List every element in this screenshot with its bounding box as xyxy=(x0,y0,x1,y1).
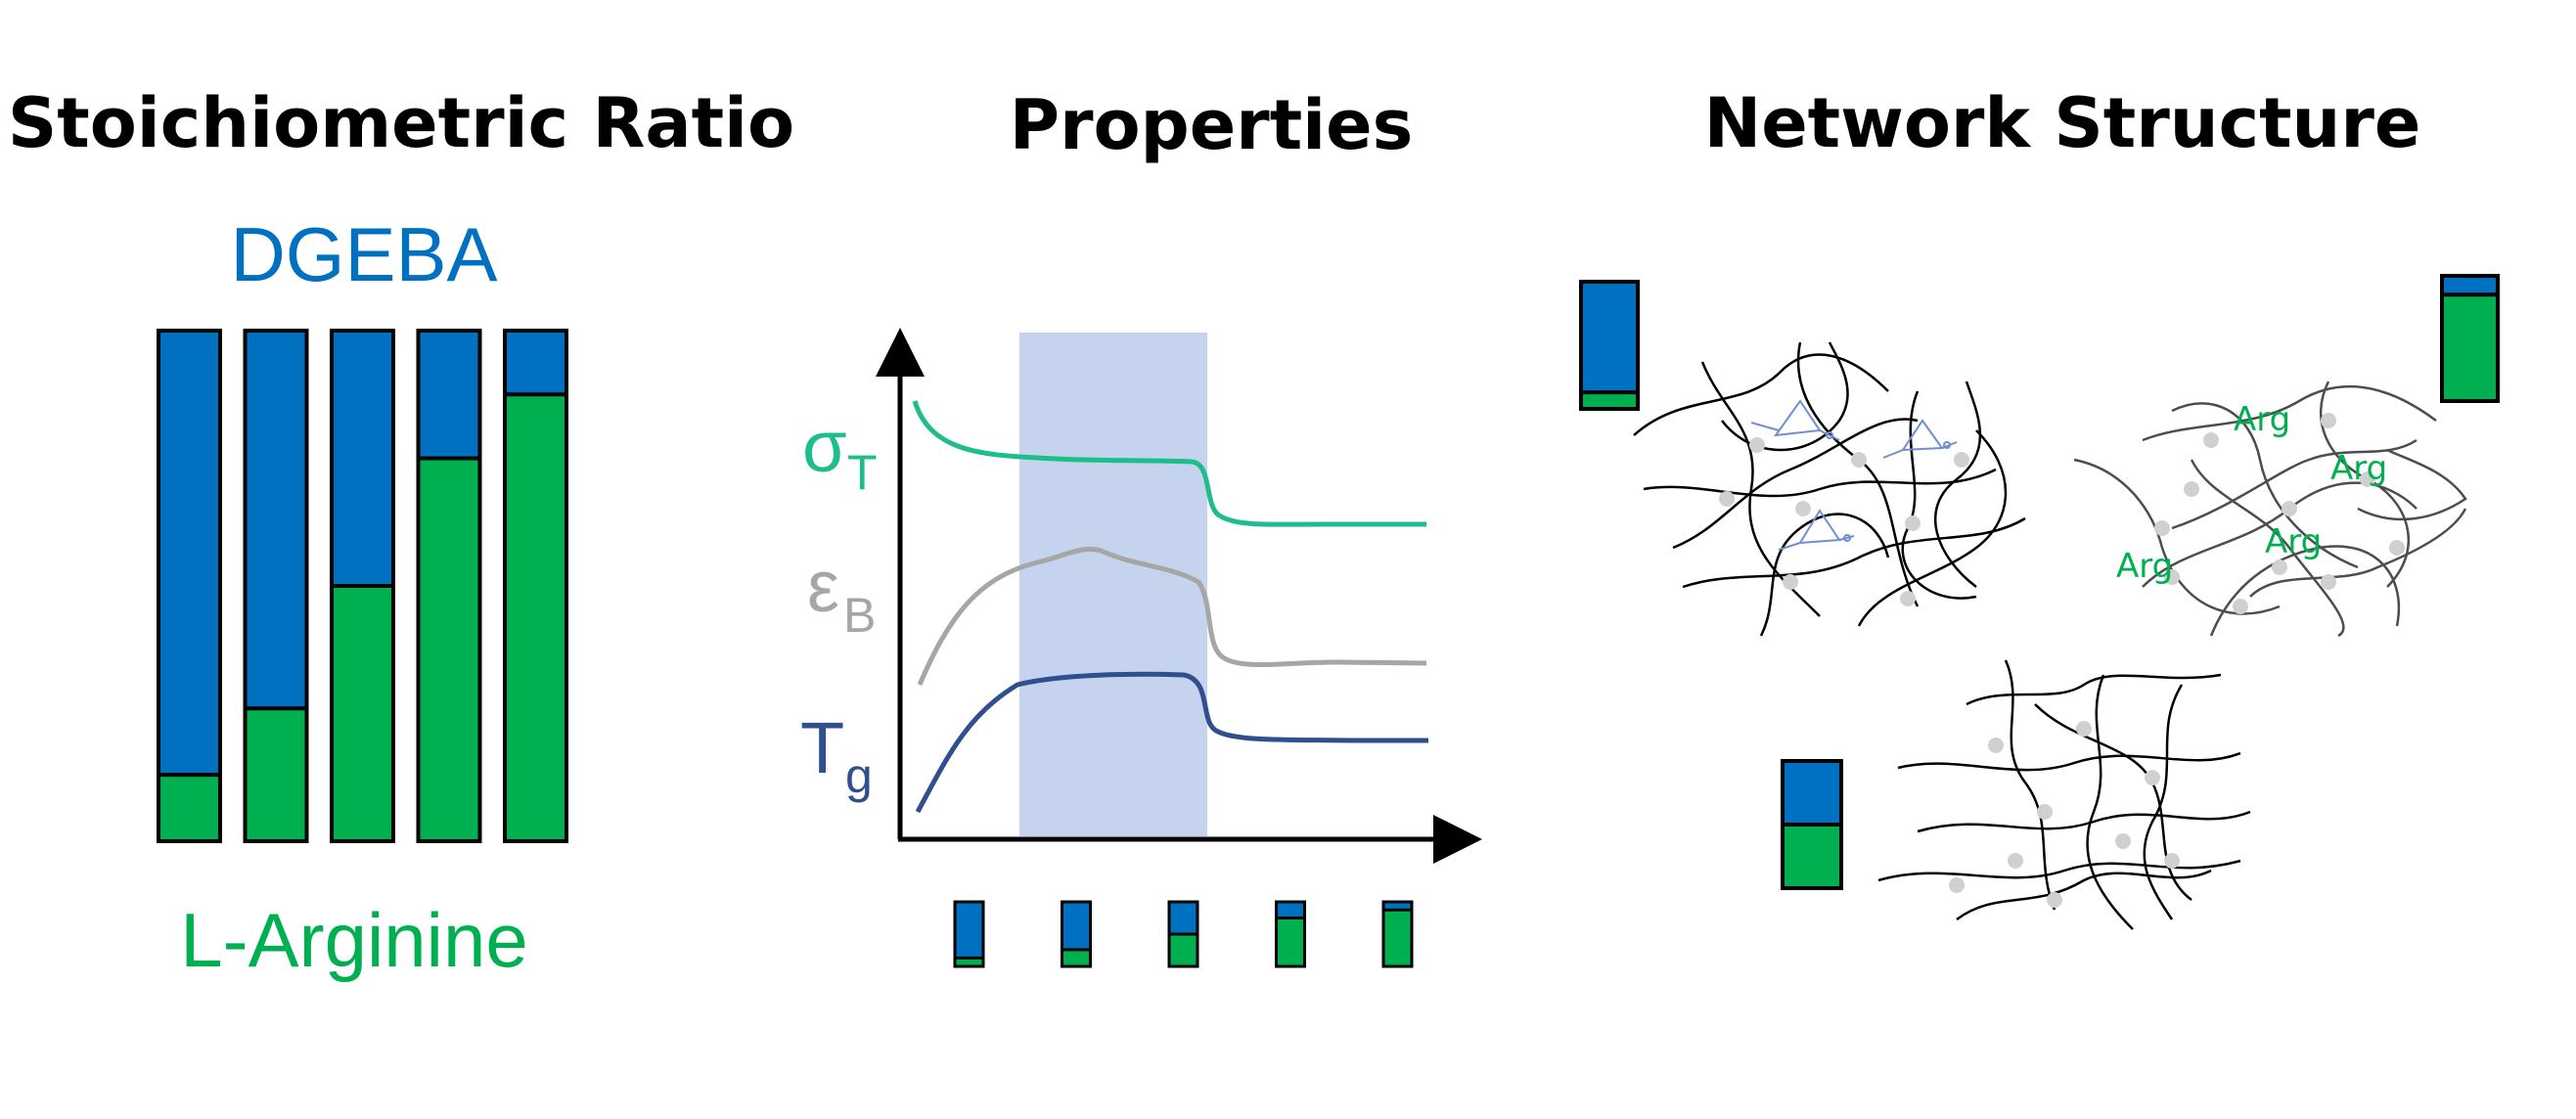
elongation-symbol: ε B xyxy=(807,546,876,643)
epoxide-icon-1 xyxy=(1750,399,1840,441)
mini-bar-1 xyxy=(953,900,985,968)
arginine-segment xyxy=(1169,934,1198,966)
stoich-bar-1 xyxy=(157,329,222,843)
title-properties: Properties xyxy=(1010,85,1414,165)
stoich-bar-2 xyxy=(243,329,309,843)
icon-bar-epoxy-rich xyxy=(1579,280,1640,411)
bar-outline xyxy=(1579,280,1640,411)
mini-bar-4 xyxy=(1275,900,1306,968)
arginine-segment xyxy=(245,708,307,841)
tg-curve xyxy=(915,671,1428,814)
tg-symbol: T g xyxy=(800,707,873,803)
bar-outline xyxy=(2440,274,2500,403)
epsilon-subscript: B xyxy=(843,588,876,643)
icon-bar-balanced xyxy=(1781,759,1843,890)
stoich-bar-4 xyxy=(416,329,482,843)
dgeba-segment xyxy=(1276,902,1305,918)
arginine-segment xyxy=(1062,949,1091,966)
dgeba-segment xyxy=(158,331,220,776)
stoich-bar-3 xyxy=(330,329,395,843)
bar-outline xyxy=(1061,900,1092,968)
mini-bar-2 xyxy=(1061,900,1092,968)
dgeba-segment xyxy=(1062,902,1091,950)
arginine-segment xyxy=(955,958,983,966)
network-epoxy-rich xyxy=(1633,341,2026,637)
arginine-segment xyxy=(1783,825,1841,888)
bar-outline xyxy=(953,900,985,968)
arginine-segment xyxy=(418,458,480,841)
bar-outline xyxy=(243,329,309,843)
mini-ratio-bars xyxy=(953,900,1414,968)
arginine-segment xyxy=(505,394,566,841)
ratio-icon-epoxy-rich xyxy=(1579,280,1640,411)
epoxide-icon-3 xyxy=(1778,509,1855,551)
tensile-symbol: σ T xyxy=(802,406,878,500)
ratio-icon-balanced xyxy=(1781,759,1843,890)
arg-label-2: Arg xyxy=(2330,449,2387,488)
arginine-label: L-Arginine xyxy=(180,897,528,983)
tensile-strength-curve xyxy=(912,400,1426,527)
arg-label-4: Arg xyxy=(2116,547,2173,586)
title-stoichiometric-ratio: Stoichiometric Ratio xyxy=(8,83,794,163)
dgeba-segment xyxy=(1169,902,1198,934)
network-nodes-bottom xyxy=(1949,721,2180,908)
stoich-bar-5 xyxy=(503,329,568,843)
bar-outline xyxy=(330,329,395,843)
arginine-segment xyxy=(1383,910,1412,966)
tg-subscript: g xyxy=(845,748,873,803)
dgeba-segment xyxy=(332,331,393,586)
mini-bar-5 xyxy=(1381,900,1414,968)
arg-label-1: Arg xyxy=(2234,400,2290,439)
bar-outline xyxy=(1275,900,1306,968)
sigma-symbol: σ xyxy=(802,406,847,487)
dgeba-segment xyxy=(2442,276,2498,295)
dgeba-segment xyxy=(245,331,307,709)
bar-outline xyxy=(416,329,482,843)
elongation-curve xyxy=(917,546,1427,686)
mini-bar-3 xyxy=(1167,900,1199,968)
bar-outline xyxy=(1781,759,1843,890)
epoxide-groups xyxy=(1750,399,1958,551)
dgeba-segment xyxy=(1783,761,1841,825)
optimal-region-highlight xyxy=(1019,333,1207,836)
arginine-segment xyxy=(332,586,393,841)
bar-outline xyxy=(503,329,568,843)
dgeba-segment xyxy=(1383,902,1412,911)
arginine-segment xyxy=(1581,392,1638,409)
network-nodes-left xyxy=(1719,437,1969,606)
icon-bar-arginine-rich xyxy=(2440,274,2500,403)
network-balanced xyxy=(1877,659,2251,930)
title-network-structure: Network Structure xyxy=(1704,83,2421,163)
sigma-subscript: T xyxy=(847,445,878,500)
dgeba-segment xyxy=(418,331,480,459)
dgeba-label: DGEBA xyxy=(230,211,497,297)
epoxide-icon-2 xyxy=(1882,419,1958,459)
bar-outline xyxy=(157,329,222,843)
epsilon-symbol: ε xyxy=(807,546,839,627)
dgeba-segment xyxy=(505,331,566,395)
bar-outline xyxy=(1167,900,1199,968)
arginine-segment xyxy=(2442,294,2498,401)
arginine-segment xyxy=(1276,918,1305,966)
dgeba-segment xyxy=(955,902,983,959)
network-nodes-right xyxy=(2154,413,2405,614)
tg-main-symbol: T xyxy=(800,707,844,788)
arginine-segment xyxy=(158,775,220,841)
ratio-icon-arginine-rich xyxy=(2440,274,2500,403)
stoichiometric-bars xyxy=(157,329,568,843)
bar-outline xyxy=(1381,900,1414,968)
dgeba-segment xyxy=(1581,282,1638,393)
arg-label-3: Arg xyxy=(2265,522,2322,561)
